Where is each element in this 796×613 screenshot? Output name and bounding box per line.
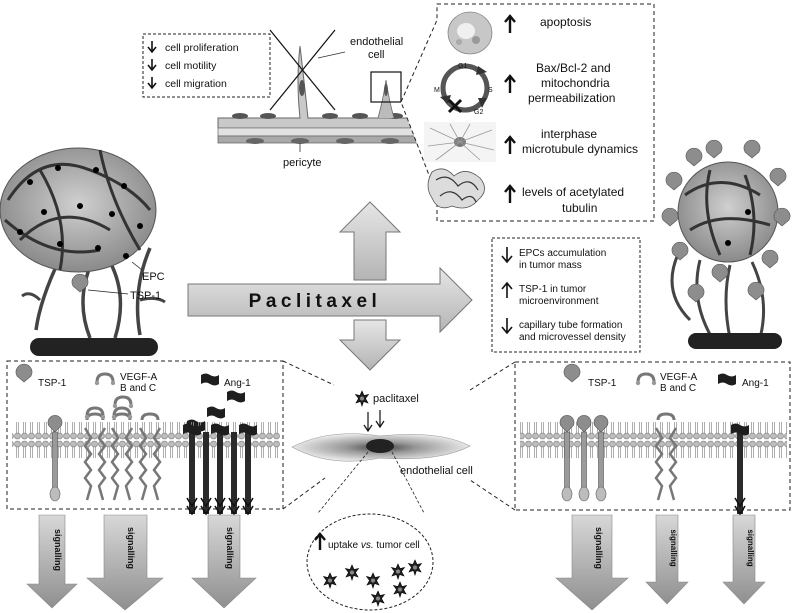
legend-ang1: Ang-1 (742, 378, 769, 389)
effect-cell-proliferation: cell proliferation (165, 42, 239, 54)
vessel-base (30, 338, 158, 356)
receptor-panel-right: TSP-1 VEGF-A B and C Ang-1 (469, 361, 791, 515)
signalling-label: signalling (669, 529, 678, 566)
up-arrow-icon (501, 281, 513, 298)
tubulin-label-line1: levels of acetylated (522, 185, 624, 199)
legend-vegf-line1: VEGF-A (120, 372, 158, 383)
paclitaxel-arrow-label: Paclitaxel (249, 291, 382, 312)
paclitaxel-arrows: Paclitaxel (187, 201, 473, 371)
legend-tsp1: TSP-1 (588, 378, 617, 389)
zoom-box (370, 71, 402, 103)
bax-label-line3: permeabilization (528, 91, 615, 105)
epc-accumulation-line1: EPCs accumulation (519, 248, 606, 259)
tsp1-microenv-line1: TSP-1 in tumor (519, 284, 587, 295)
down-arrow-icon (375, 410, 385, 429)
signalling-label: signalling (126, 527, 136, 569)
tumor-right-illustration (661, 139, 791, 349)
tubulin-label-line2: tubulin (562, 201, 597, 215)
down-arrow-icon (147, 41, 157, 54)
uptake-label: uptake vs. tumor cell (328, 540, 420, 551)
pericyte-label: pericyte (283, 157, 322, 169)
paclitaxel-label: paclitaxel (373, 393, 419, 405)
effects-box-top-left: cell proliferation cell motility cell mi… (142, 33, 271, 98)
tsp1-microenv-line2: microenvironment (519, 296, 599, 307)
signalling-arrow: signalling (191, 514, 257, 609)
microtubule-cell-icon (424, 122, 496, 162)
cross-out-line (269, 29, 336, 111)
legend-vegf-line2: B and C (120, 383, 156, 394)
endothelial-cell-label: endothelial cell (400, 465, 473, 477)
bax-label-line2: mitochondria (541, 76, 610, 90)
up-arrow-icon (504, 184, 516, 203)
epc-label: EPC (142, 271, 165, 283)
legend-vegf-line2: B and C (660, 383, 696, 394)
legend-tsp1: TSP-1 (38, 378, 67, 389)
down-arrow-icon (147, 59, 157, 72)
effect-cell-migration: cell migration (165, 78, 227, 90)
s-label: S (488, 87, 493, 94)
signalling-arrow: signalling (555, 514, 629, 611)
receptor-panel-left: TSP-1 VEGF-A B and C Ang-1 (6, 360, 335, 515)
g1-label: G1 (458, 63, 467, 70)
signalling-arrow: signalling (86, 514, 164, 611)
interphase-label-line2: microtubule dynamics (522, 142, 638, 156)
tubulin-structure-icon (427, 168, 485, 209)
signalling-arrow: signalling (722, 514, 766, 605)
signalling-arrow: signalling (645, 514, 689, 605)
effects-box-mid-right: EPCs accumulation in tumor mass TSP-1 in… (491, 237, 641, 353)
signalling-label: signalling (225, 527, 235, 569)
endothelial-cell-center: paclitaxel endothelial cell uptake vs. t… (291, 390, 473, 611)
up-arrow-icon (504, 14, 516, 33)
effects-box-top-right: apoptosis G1 S G2 M Bax/Bcl-2 and mitoch… (400, 3, 655, 222)
apoptotic-cell-icon (447, 11, 493, 55)
down-arrow-icon (501, 318, 513, 335)
bax-label-line1: Bax/Bcl-2 and (536, 61, 611, 75)
down-arrow-icon (501, 247, 513, 264)
vessel-sprout-illustration: endothelial cell pericyte (217, 29, 421, 169)
up-arrow-icon (504, 135, 516, 154)
signalling-arrow: signalling (26, 514, 78, 609)
endothelial-cell-label-line2: cell (368, 49, 385, 61)
vessel-base (688, 333, 782, 349)
signalling-label: signalling (746, 529, 755, 566)
interphase-label-line1: interphase (541, 127, 597, 141)
down-arrow-icon (363, 412, 373, 433)
tumor-left-illustration: EPC TSP-1 (0, 147, 166, 356)
capillary-line2: and microvessel density (519, 332, 626, 343)
endothelial-cell-label-line1: endothelial (350, 36, 403, 48)
tsp1-label: TSP-1 (130, 290, 161, 302)
apoptosis-label: apoptosis (540, 15, 591, 29)
signalling-label: signalling (594, 527, 604, 569)
m-label: M (434, 87, 440, 94)
epc-accumulation-line2: in tumor mass (519, 260, 582, 271)
paclitaxel-arrow (187, 266, 473, 334)
legend-ang1: Ang-1 (224, 378, 251, 389)
paclitaxel-molecule-icon (355, 390, 369, 407)
signalling-label: signalling (53, 529, 63, 571)
effect-cell-motility: cell motility (165, 60, 217, 72)
cell-cycle-icon: G1 S G2 M (434, 63, 493, 116)
g2-label: G2 (474, 109, 483, 116)
up-arrow-icon (314, 532, 326, 550)
up-arrow-icon (504, 74, 516, 93)
capillary-line1: capillary tube formation (519, 320, 622, 331)
legend-vegf-line1: VEGF-A (660, 372, 698, 383)
down-arrow-icon (147, 77, 157, 90)
